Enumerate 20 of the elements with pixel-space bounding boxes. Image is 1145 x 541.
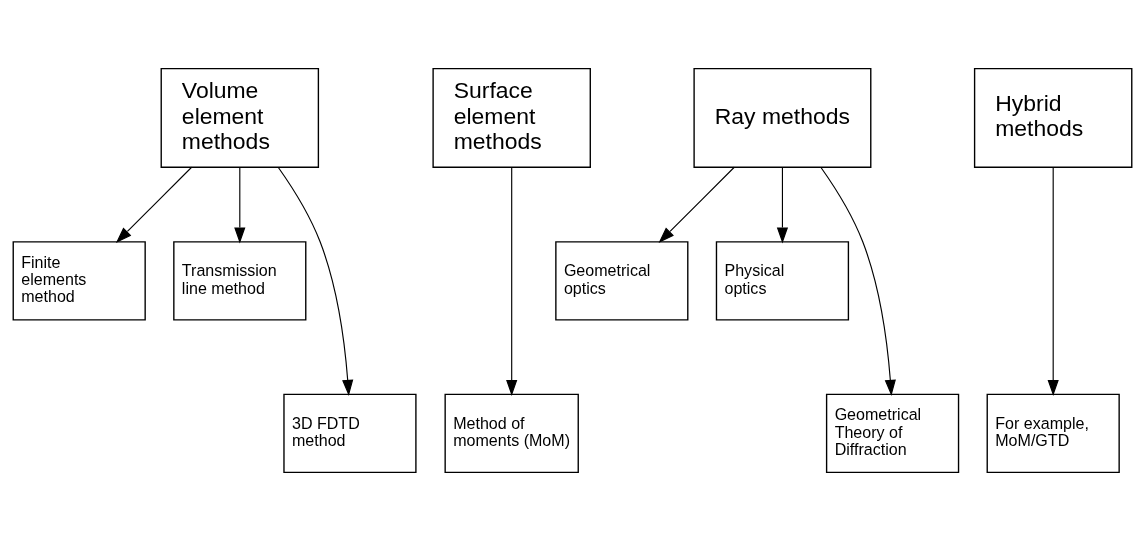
arrow [234,166,246,244]
node-box: Surface element methods [432,67,591,168]
node-box: Geometrical Theory of Diffraction [825,393,960,474]
node-box: 3D FDTD method [283,393,417,474]
arrow [820,166,896,396]
node-box: Transmission line method [173,241,307,321]
arrow [1047,166,1059,397]
node-box: Geometrical optics [555,241,689,321]
node-box: Ray methods [693,67,872,168]
node-box: Volume element methods [160,67,320,168]
arrow [506,166,518,397]
node-box: For example, MoM/GTD [986,393,1120,474]
node-box: Finite elements method [12,241,146,321]
node-box: Hybrid methods [973,67,1133,168]
node-box: Method of moments (MoM) [444,393,579,474]
node-box: Physical optics [715,241,850,321]
arrow [776,166,789,244]
arrow [277,166,354,396]
arrow [115,166,193,243]
arrow [658,166,735,243]
